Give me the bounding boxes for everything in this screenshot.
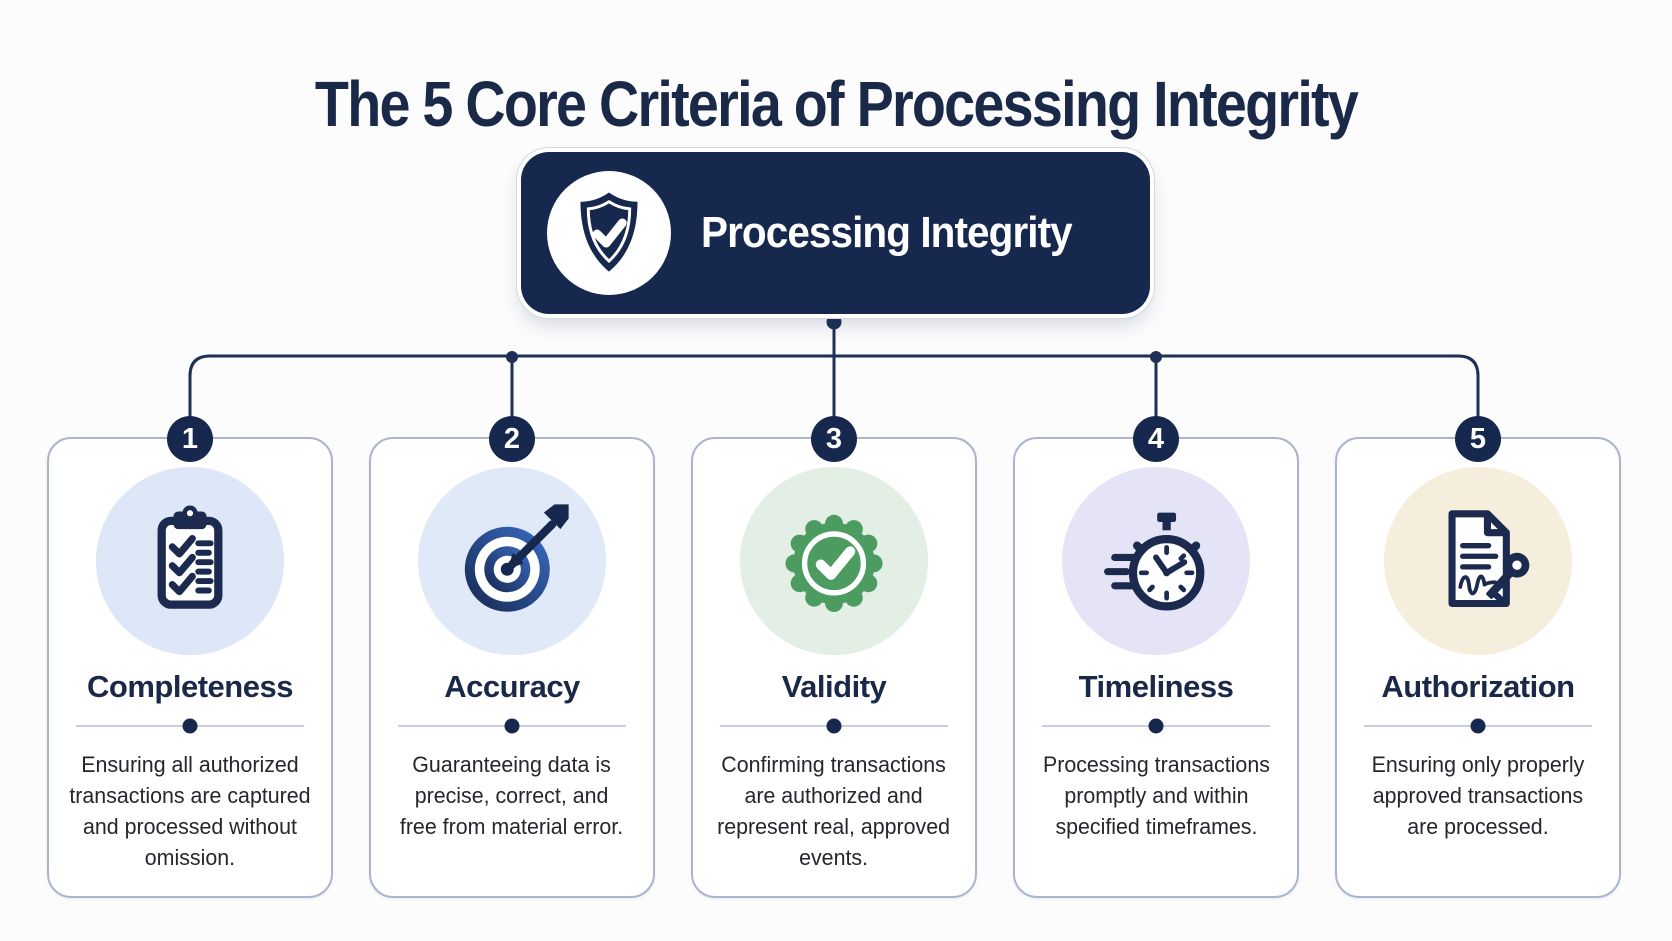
card-timeliness: 4 (1013, 416, 1299, 898)
banner-label: Processing Integrity (701, 208, 1073, 257)
banner-icon-circle (547, 171, 671, 295)
shield-check-icon (580, 192, 638, 272)
page-title: The 5 Core Criteria of Processing Integr… (314, 67, 1359, 140)
clipboard-checklist-icon (157, 505, 223, 609)
icon-circle-authorization (1384, 467, 1572, 655)
divider (76, 718, 304, 734)
card-authorization: 5 Authorizati (1335, 416, 1621, 898)
card-description: Processing transactions promptly and wit… (1042, 752, 1270, 839)
divider (398, 718, 626, 734)
card-accuracy: 2 Accuracy Guaranteeing data is (369, 416, 655, 898)
junction-dot-4 (1150, 351, 1162, 363)
card-title: Accuracy (444, 669, 580, 704)
target-arrow-icon (464, 504, 569, 612)
junction-dot-2 (506, 351, 518, 363)
divider (1042, 718, 1270, 734)
card-title: Completeness (87, 669, 293, 704)
divider-dot (1470, 718, 1486, 734)
divider-dot (182, 718, 198, 734)
card-title: Validity (781, 669, 887, 704)
card-number-badge: 3 (811, 416, 857, 462)
card-validity: 3 Validity Confirming transactions ar (691, 416, 977, 898)
divider (720, 718, 948, 734)
card-description: Confirming transactions are authorized a… (717, 752, 951, 870)
divider-dot (504, 718, 520, 734)
card-description: Guaranteeing data is precise, correct, a… (400, 752, 624, 839)
divider (1364, 718, 1592, 734)
junction-dot-center (826, 314, 842, 330)
document-key-icon (1448, 510, 1530, 608)
icon-circle-accuracy (418, 467, 606, 655)
icon-circle-validity (740, 467, 928, 655)
card-description: Ensuring only properly approved transact… (1371, 752, 1585, 839)
card-number-badge: 2 (489, 416, 535, 462)
card-number-badge: 4 (1133, 416, 1179, 462)
verified-badge-icon (785, 514, 883, 612)
icon-circle-timeliness (1062, 467, 1250, 655)
card-completeness: 1 (47, 416, 333, 898)
icon-circle-completeness (96, 467, 284, 655)
card-description: Ensuring all authorized transactions are… (69, 752, 311, 870)
card-title: Authorization (1381, 669, 1575, 704)
card-number-badge: 5 (1455, 416, 1501, 462)
stopwatch-icon (1104, 512, 1205, 611)
card-number-badge: 1 (167, 416, 213, 462)
card-title: Timeliness (1078, 669, 1234, 704)
processing-integrity-banner: Processing Integrity (521, 152, 1150, 314)
divider-dot (826, 718, 842, 734)
divider-dot (1148, 718, 1164, 734)
